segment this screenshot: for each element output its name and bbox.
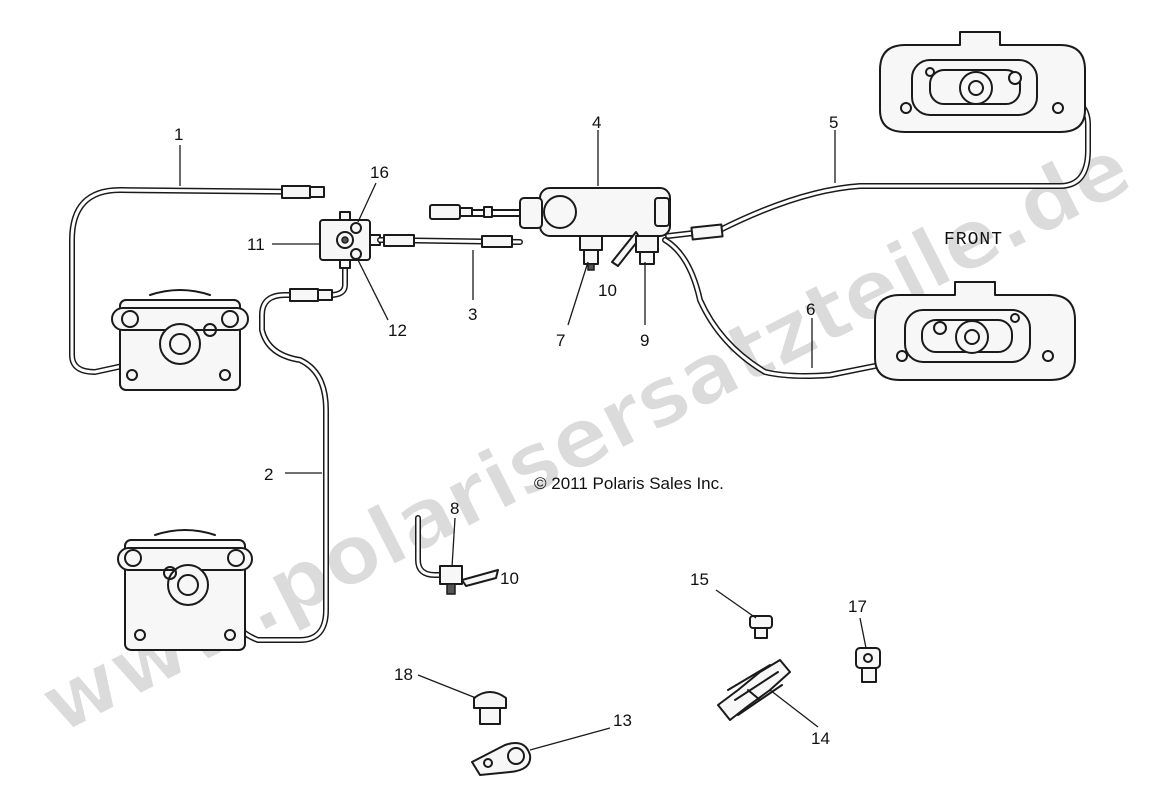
copyright-text: © 2011 Polaris Sales Inc. [534, 474, 724, 493]
callout-6: 6 [806, 300, 815, 319]
distribution-block [319, 211, 381, 269]
callout-12: 12 [388, 321, 407, 340]
callout-16: 16 [370, 163, 389, 182]
callout-8: 8 [450, 499, 459, 518]
bracket-14 [717, 659, 791, 721]
connector-17 [855, 647, 881, 683]
callout-18: 18 [394, 665, 413, 684]
bleeder-screw-12 [350, 248, 362, 260]
front-label: FRONT [944, 230, 1003, 250]
bolt-18 [473, 691, 507, 725]
callout-17: 17 [848, 597, 867, 616]
callout-9: 9 [640, 331, 649, 350]
callout-10-upper: 10 [598, 281, 617, 300]
fitting-9 [635, 235, 659, 265]
callout-4: 4 [592, 113, 601, 132]
brake-switch-7 [579, 235, 603, 271]
callout-11: 11 [247, 235, 265, 254]
brake-line-3 [377, 234, 523, 248]
callout-5: 5 [829, 113, 838, 132]
brake-switch-assembly-8 [415, 515, 499, 595]
callout-labels: 1 2 3 4 5 6 7 8 9 10 10 11 12 13 14 15 1… [174, 113, 867, 748]
brake-line-6 [662, 237, 948, 379]
callout-2: 2 [264, 465, 273, 484]
callout-1: 1 [174, 125, 183, 144]
callout-13: 13 [613, 711, 632, 730]
bleeder-screw-16 [350, 222, 362, 234]
callout-10-lower: 10 [500, 569, 519, 588]
brake-line-2 [207, 232, 348, 643]
brake-line-1 [69, 185, 325, 375]
callout-7: 7 [556, 331, 565, 350]
callout-14: 14 [811, 729, 830, 748]
leader-lines [179, 130, 867, 751]
caliper-rear-left [111, 289, 249, 391]
caliper-front-upper [879, 31, 1086, 133]
master-cylinder [429, 187, 671, 237]
callout-15: 15 [690, 570, 709, 589]
caliper-front-lower [874, 281, 1076, 381]
caliper-rear-right [117, 529, 253, 651]
clamp-13 [471, 742, 532, 776]
bolt-15 [749, 615, 773, 639]
callout-3: 3 [468, 305, 477, 324]
